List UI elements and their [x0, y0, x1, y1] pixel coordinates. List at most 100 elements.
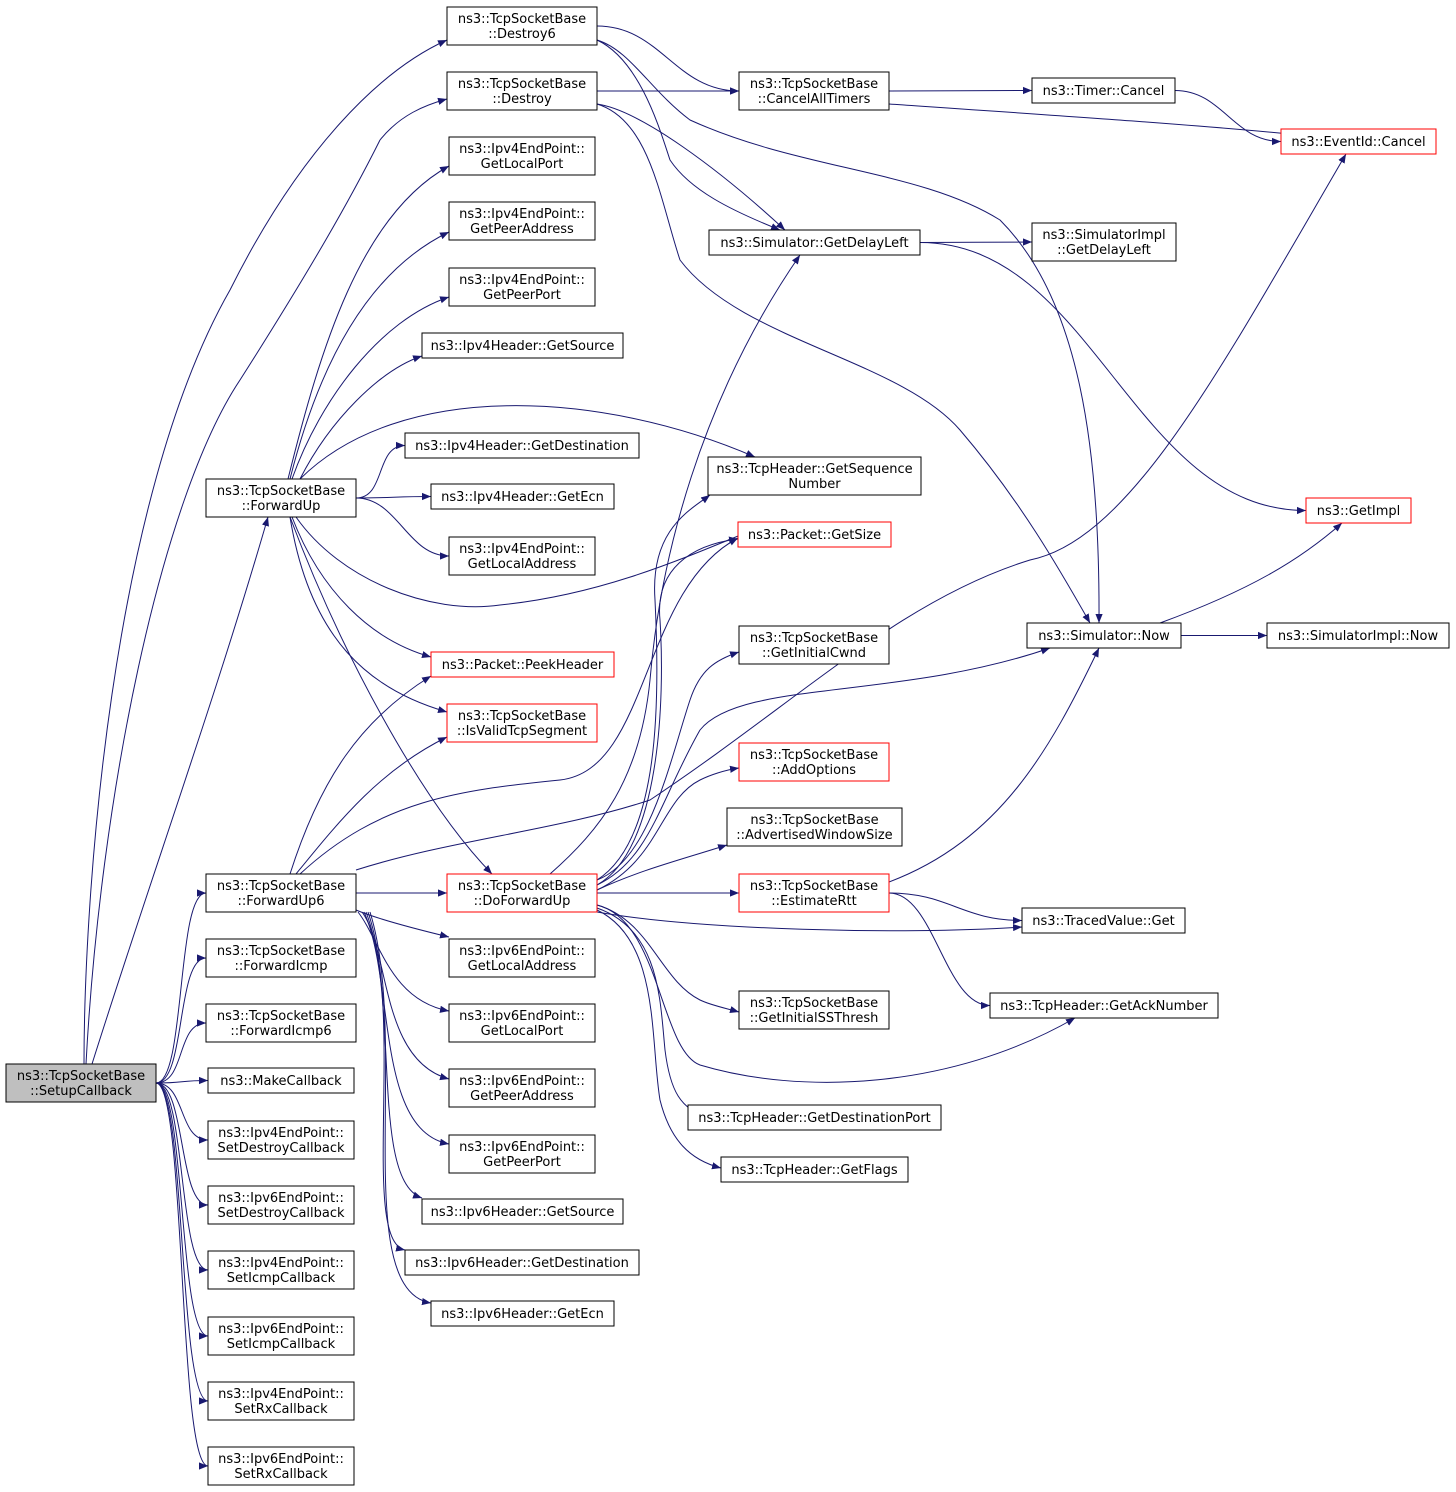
node-v4seticmp[interactable]: ns3::Ipv4EndPoint::SetIcmpCallback: [207, 1250, 355, 1290]
node-v6hgetdestination[interactable]: ns3::Ipv6Header::GetDestination: [404, 1249, 640, 1276]
node-label: SetDestroyCallback: [217, 1141, 345, 1156]
node-label: ns3::Ipv6EndPoint::: [459, 944, 585, 959]
node-v6getlocalport[interactable]: ns3::Ipv6EndPoint::GetLocalPort: [448, 1003, 596, 1043]
node-cancelalltimers[interactable]: ns3::TcpSocketBase::CancelAllTimers: [738, 71, 890, 111]
node-label: SetIcmpCallback: [227, 1271, 336, 1286]
node-simnow[interactable]: ns3::Simulator::Now: [1026, 622, 1182, 649]
node-box: [205, 873, 357, 913]
node-v6getlocaladdress[interactable]: ns3::Ipv6EndPoint::GetLocalAddress: [448, 938, 596, 978]
node-v6getpeerport[interactable]: ns3::Ipv6EndPoint::GetPeerPort: [448, 1134, 596, 1174]
edge-forwardup-to-packetgetsize: [295, 516, 756, 608]
node-box: [5, 1063, 157, 1103]
edge-setup-to-forwardup: [91, 516, 269, 1065]
node-packetgetsize[interactable]: ns3::Packet::GetSize: [737, 521, 892, 548]
node-box: [207, 1316, 355, 1356]
edge-forwardup-to-v4getlocalport: [287, 165, 450, 480]
node-doforwardup[interactable]: ns3::TcpSocketBase::DoForwardUp: [446, 873, 598, 913]
node-v6setdestroy[interactable]: ns3::Ipv6EndPoint::SetDestroyCallback: [207, 1185, 355, 1225]
edge-destroy-to-getdelayleft: [596, 103, 786, 231]
edge-forwardup-to-v4getlocaladdress: [355, 497, 450, 560]
node-box: [446, 873, 598, 913]
node-peekheader[interactable]: ns3::Packet::PeekHeader: [430, 651, 615, 678]
node-isvalid[interactable]: ns3::TcpSocketBase::IsValidTcpSegment: [446, 703, 598, 743]
node-estimatertt[interactable]: ns3::TcpSocketBase::EstimateRtt: [738, 873, 890, 913]
node-getflags[interactable]: ns3::TcpHeader::GetFlags: [720, 1156, 909, 1183]
node-getinitialssthresh[interactable]: ns3::TcpSocketBase::GetInitialSSThresh: [738, 990, 890, 1030]
node-getacknumber[interactable]: ns3::TcpHeader::GetAckNumber: [989, 992, 1219, 1019]
node-v4hgetecn[interactable]: ns3::Ipv4Header::GetEcn: [430, 483, 615, 510]
node-destroy[interactable]: ns3::TcpSocketBase::Destroy: [446, 71, 598, 111]
node-implgetdelayleft[interactable]: ns3::SimulatorImpl::GetDelayLeft: [1031, 222, 1177, 262]
node-label: ::SetupCallback: [30, 1084, 132, 1099]
node-layer: ns3::TcpSocketBase::SetupCallbackns3::Tc…: [5, 6, 1450, 1486]
node-v4getlocalport[interactable]: ns3::Ipv4EndPoint::GetLocalPort: [448, 136, 596, 176]
node-timercancel[interactable]: ns3::Timer::Cancel: [1031, 77, 1176, 104]
node-implnow[interactable]: ns3::SimulatorImpl::Now: [1266, 622, 1450, 649]
node-label: ::ForwardUp: [242, 499, 321, 514]
node-box: [738, 873, 890, 913]
node-v6hgetsource[interactable]: ns3::Ipv6Header::GetSource: [421, 1198, 624, 1225]
node-box: [448, 536, 596, 576]
node-eventcancel[interactable]: ns3::EventId::Cancel: [1280, 128, 1437, 155]
node-destroy6[interactable]: ns3::TcpSocketBase::Destroy6: [446, 6, 598, 46]
edge-forwardup-to-v4hgetdestination: [355, 441, 406, 499]
node-box: [738, 742, 890, 782]
node-label: ns3::Ipv6EndPoint::: [459, 1074, 585, 1089]
edge-forwardup-to-v4hgetecn: [355, 492, 432, 501]
node-box: [446, 6, 598, 46]
node-label: ns3::TcpHeader::GetSequence: [716, 462, 912, 477]
edge-doforwardup-to-getinitialssthresh: [596, 904, 740, 1013]
node-v4getpeerport[interactable]: ns3::Ipv4EndPoint::GetPeerPort: [448, 267, 596, 307]
node-v6setrx[interactable]: ns3::Ipv6EndPoint::SetRxCallback: [207, 1446, 355, 1486]
node-label: Number: [788, 477, 841, 492]
node-getdelayleft[interactable]: ns3::Simulator::GetDelayLeft: [708, 229, 921, 256]
node-label: ::AddOptions: [772, 763, 856, 778]
node-v6getpeeraddress[interactable]: ns3::Ipv6EndPoint::GetPeerAddress: [448, 1068, 596, 1108]
node-tracedget[interactable]: ns3::TracedValue::Get: [1021, 907, 1186, 934]
node-v4getpeeraddress[interactable]: ns3::Ipv4EndPoint::GetPeerAddress: [448, 201, 596, 241]
node-v4setrx[interactable]: ns3::Ipv4EndPoint::SetRxCallback: [207, 1381, 355, 1421]
node-forwardup6[interactable]: ns3::TcpSocketBase::ForwardUp6: [205, 873, 357, 913]
node-getdestinationport[interactable]: ns3::TcpHeader::GetDestinationPort: [687, 1104, 942, 1131]
edge-forwardup6-to-peekheader: [289, 675, 432, 875]
node-v4hgetsource[interactable]: ns3::Ipv4Header::GetSource: [421, 332, 624, 359]
node-v4getlocaladdress[interactable]: ns3::Ipv4EndPoint::GetLocalAddress: [448, 536, 596, 576]
node-box: [720, 1156, 909, 1183]
node-forwardicmp6[interactable]: ns3::TcpSocketBase::ForwardIcmp6: [205, 1003, 357, 1043]
node-v6seticmp[interactable]: ns3::Ipv6EndPoint::SetIcmpCallback: [207, 1316, 355, 1356]
edge-doforwardup-to-addoptions: [596, 765, 740, 891]
node-advertisedwindow[interactable]: ns3::TcpSocketBase::AdvertisedWindowSize: [726, 807, 903, 847]
edge-setup-to-v6setdestroy: [155, 1082, 209, 1209]
node-addoptions[interactable]: ns3::TcpSocketBase::AddOptions: [738, 742, 890, 782]
node-label: ns3::GetImpl: [1317, 504, 1401, 519]
node-forwardup[interactable]: ns3::TcpSocketBase::ForwardUp: [205, 478, 357, 518]
edge-setup-to-forwardicmp6: [155, 1019, 207, 1084]
node-box: [207, 1067, 355, 1094]
edge-destroy6-to-cancelalltimers: [596, 25, 740, 95]
node-label: ::IsValidTcpSegment: [457, 724, 587, 739]
node-label: ns3::SimulatorImpl::Now: [1278, 629, 1439, 644]
node-box: [205, 938, 357, 978]
node-label: GetPeerPort: [483, 1155, 561, 1170]
node-label: ns3::Ipv4EndPoint::: [218, 1256, 344, 1271]
node-label: GetLocalAddress: [468, 959, 577, 974]
node-box: [448, 201, 596, 241]
node-forwardicmp[interactable]: ns3::TcpSocketBase::ForwardIcmp: [205, 938, 357, 978]
node-getinitialcwnd[interactable]: ns3::TcpSocketBase::GetInitialCwnd: [738, 625, 890, 665]
edge-forwardup-to-peekheader: [291, 516, 432, 659]
node-makecallback[interactable]: ns3::MakeCallback: [207, 1067, 355, 1094]
node-v4hgetdestination[interactable]: ns3::Ipv4Header::GetDestination: [404, 432, 640, 459]
edge-forwardup6-to-v6hgetecn: [369, 911, 432, 1306]
node-setup[interactable]: ns3::TcpSocketBase::SetupCallback: [5, 1063, 157, 1103]
edge-setup-to-v4setdestroy: [155, 1082, 209, 1144]
edge-forwardup6-to-isvalid: [295, 736, 448, 875]
node-label: ::GetInitialSSThresh: [750, 1011, 879, 1026]
node-label: ns3::Ipv4EndPoint::: [459, 273, 585, 288]
node-label: ns3::Ipv4EndPoint::: [218, 1126, 344, 1141]
edge-setup-to-v4seticmp: [155, 1082, 209, 1274]
node-getimpl[interactable]: ns3::GetImpl: [1305, 497, 1412, 524]
node-v6hgetecn[interactable]: ns3::Ipv6Header::GetEcn: [430, 1300, 615, 1327]
node-v4setdestroy[interactable]: ns3::Ipv4EndPoint::SetDestroyCallback: [207, 1120, 355, 1160]
